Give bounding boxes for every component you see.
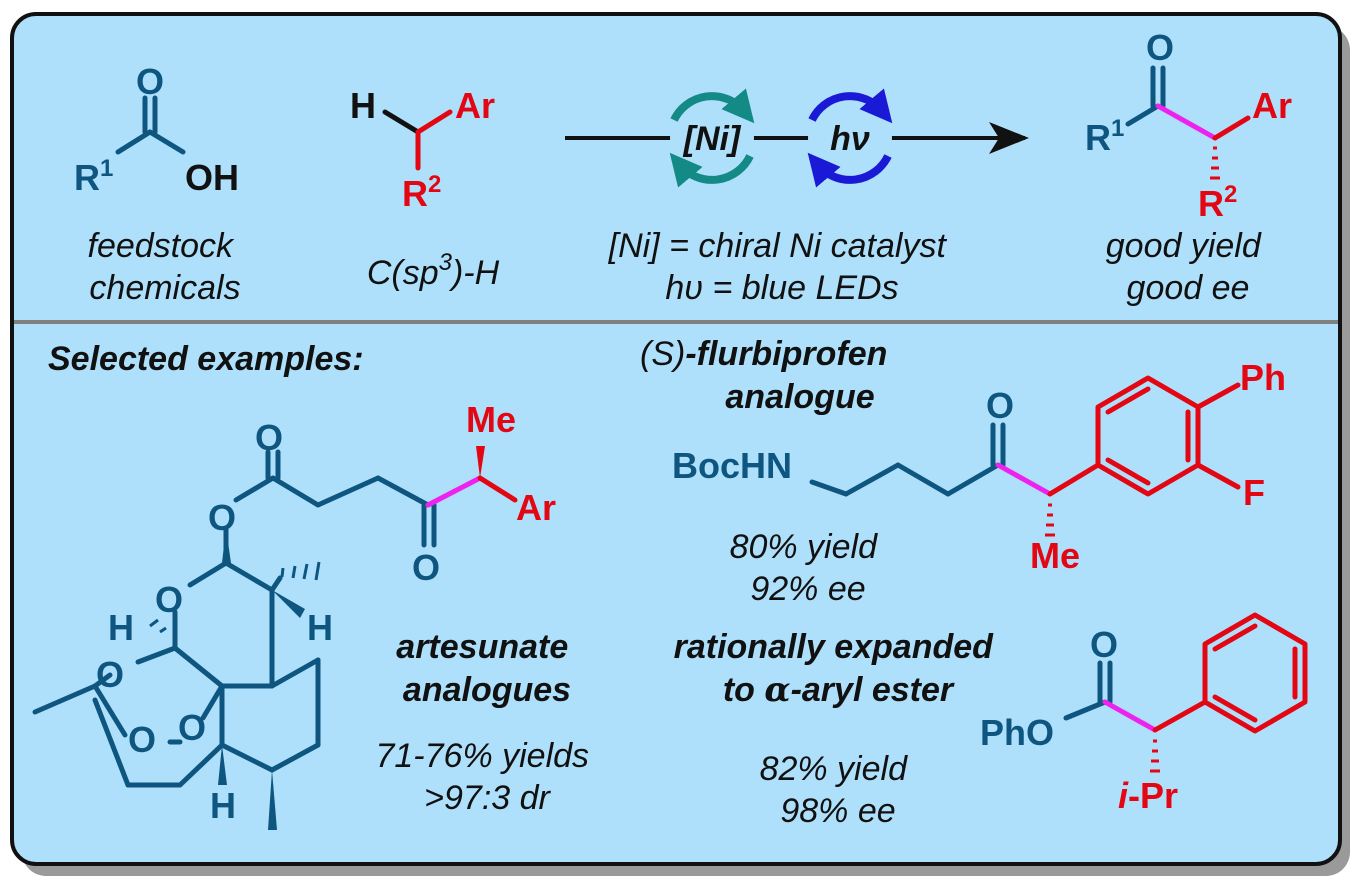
atom-o: O [128, 719, 156, 760]
ketone-product-structure: O R1 Ar R2 [1085, 27, 1292, 224]
atom-o: O [96, 654, 124, 695]
csp3-caption: C(sp3)-H [367, 249, 500, 292]
atom-o: O [155, 579, 183, 620]
hv-label: hν [830, 120, 870, 158]
atom-ar: Ar [1252, 85, 1292, 126]
carboxylic-acid-structure: O OH R1 [74, 61, 239, 198]
atom-r2: R2 [1198, 181, 1237, 224]
atom-ar: Ar [455, 85, 495, 126]
atom-h: H [210, 785, 236, 826]
conditions-caption: [Ni] = chiral Ni catalyst hυ = blue LEDs [608, 227, 956, 307]
light-cycle: hν [807, 88, 893, 188]
atom-r1: R1 [74, 155, 113, 198]
ch-substrate-structure: H Ar R2 [350, 85, 495, 214]
atom-o: O [136, 61, 164, 102]
alpha-aryl-ester-structure: O PhO i-Pr [980, 612, 1308, 816]
atom-r1: R1 [1085, 115, 1124, 158]
ni-label: [Ni] [683, 120, 742, 158]
flurbiprofen-analogue-structure: BocHN O Me Ph F [672, 357, 1286, 576]
atom-me: Me [1030, 535, 1080, 576]
atom-f: F [1243, 472, 1265, 513]
atom-o: O [178, 707, 206, 748]
flurbiprofen-results: 80% yield 92% ee [730, 528, 887, 608]
artesunate-structure: O O Me Ar O O H H O O O H [32, 399, 556, 830]
flurbiprofen-title-line1: (S)-flurbiprofen [640, 335, 887, 373]
atom-r2: R2 [402, 171, 441, 214]
selected-examples-heading: Selected examples: [48, 340, 364, 378]
atom-bochn: BocHN [672, 445, 792, 486]
atom-o: O [208, 497, 236, 538]
ester-title: rationally expanded to α-aryl ester [674, 628, 1003, 710]
atom-h: H [350, 85, 376, 126]
scheme-panel [10, 12, 1342, 866]
atom-ar: Ar [516, 487, 556, 528]
atom-o: O [255, 417, 283, 458]
flurbiprofen-title-line2: analogue [725, 378, 874, 416]
nickel-cycle: [Ni] [669, 88, 755, 188]
atom-ph: Ph [1240, 357, 1286, 398]
atom-h: H [307, 607, 333, 648]
atom-o: O [412, 547, 440, 588]
atom-h: H [108, 607, 134, 648]
atom-o: O [1146, 27, 1174, 68]
atom-oh: OH [185, 157, 239, 198]
atom-o: O [1090, 624, 1118, 665]
artesunate-results: 71-76% yields >97:3 dr [375, 737, 598, 817]
artesunate-title: artesunate analogues [396, 628, 577, 709]
feedstock-caption: feedstock chemicals [88, 227, 243, 307]
ester-results: 82% yield 98% ee [760, 750, 917, 830]
atom-me: Me [466, 399, 516, 440]
atom-o: O [986, 385, 1014, 426]
outcome-caption: good yield good ee [1106, 227, 1270, 307]
atom-pho: PhO [980, 712, 1054, 753]
atom-ipr: i-Pr [1118, 775, 1178, 816]
